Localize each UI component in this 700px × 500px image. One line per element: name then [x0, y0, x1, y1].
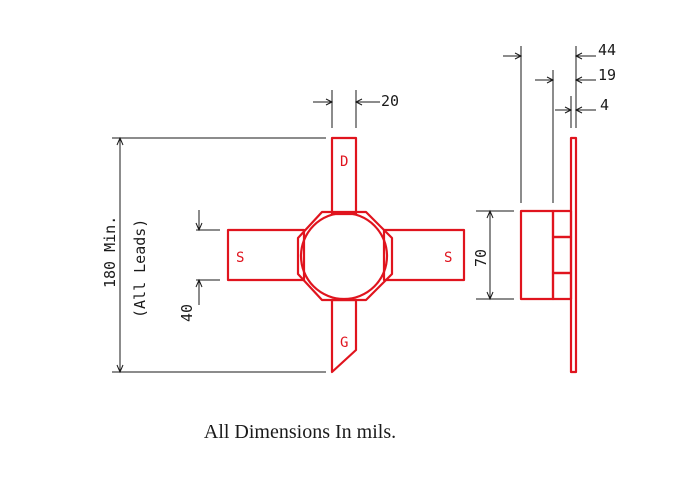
source-lead-right: [382, 228, 466, 282]
lead-width-dim: 20: [381, 92, 399, 110]
drain-label: D: [340, 154, 348, 170]
overall-height-dim: 44: [598, 41, 616, 59]
side-lead: [569, 136, 578, 374]
top-view-dimensions: 20 180 Min. (All Leads) 40: [101, 90, 399, 374]
side-view: [519, 136, 578, 374]
side-cap-upper: [551, 209, 573, 239]
side-view-dimensions: 70 44 19 4: [472, 41, 616, 301]
body-thickness-dim: 19: [598, 66, 616, 84]
side-body: [519, 209, 555, 301]
side-cap-lower: [551, 271, 573, 301]
gate-label: G: [340, 335, 348, 351]
lead-thickness-dim: 4: [600, 96, 609, 114]
drain-lead: [330, 136, 358, 216]
side-cap-middle: [551, 235, 573, 275]
top-view: D S S G: [226, 136, 466, 374]
body-height-dim: 70: [472, 249, 490, 267]
source-lead-left: [226, 228, 306, 282]
package-lid: [299, 211, 389, 301]
dimensions-caption: All Dimensions In mils.: [203, 421, 397, 443]
source-right-label: S: [444, 250, 452, 266]
package-body: [296, 210, 394, 302]
source-left-label: S: [236, 250, 244, 266]
lead-length-note: (All Leads): [131, 219, 149, 318]
lead-spacing-dim: 40: [178, 304, 196, 322]
lead-length-dim: 180 Min.: [101, 216, 119, 288]
